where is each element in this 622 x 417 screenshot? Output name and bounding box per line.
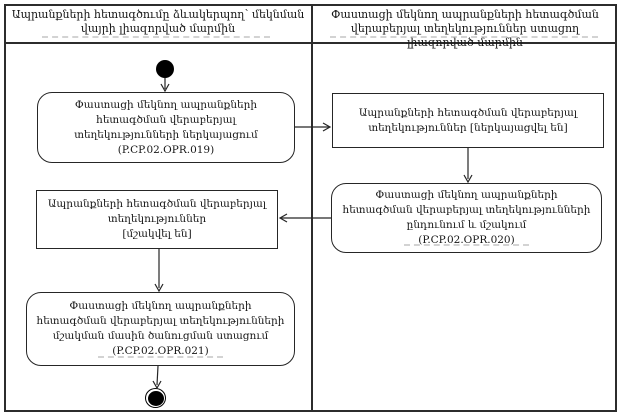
activity-code: (P.CP.02.OPR.019): [117, 143, 215, 156]
scan-artifact-line: [42, 36, 270, 38]
activity-box-submission: Փաստացի մեկնող ապրանքների հետագծման վերա…: [37, 92, 295, 163]
scan-artifact-line: [98, 356, 223, 358]
activity-label: Փաստացի մեկնող ապրանքների հետագծման վերա…: [36, 300, 285, 342]
scan-artifact-line: [330, 36, 598, 38]
lane-header-left: Ապրանքների հետագծումը ձևակերպող՝ մեկնման…: [11, 8, 305, 35]
object-state-box-submitted: Ապրանքների հետագծման վերաբերյալ տեղեկութ…: [332, 93, 604, 148]
activity-code: (P.CP.02.OPR.021): [112, 345, 209, 357]
object-state: [մշակվել են]: [122, 228, 192, 240]
object-label: Ապրանքների հետագծման վերաբերյալ տեղեկութ…: [47, 198, 267, 225]
lane-header-separator: [4, 42, 617, 44]
object-state-box-processed: Ապրանքների հետագծման վերաբերյալ տեղեկութ…: [36, 190, 278, 249]
activity-label: Փաստացի մեկնող ապրանքների հետագծման վերա…: [342, 189, 591, 231]
activity-box-notification-receipt: Փաստացի մեկնող ապրանքների հետագծման վերա…: [26, 292, 295, 366]
final-node: [145, 388, 166, 408]
scan-artifact-line: [404, 244, 529, 246]
object-state: [ներկայացվել են]: [469, 121, 568, 134]
start-node: [156, 60, 174, 78]
object-label: Ապրանքների հետագծման վերաբերյալ տեղեկութ…: [358, 106, 578, 134]
lane-header-right: Փաստացի մեկնող ապրանքների հետագծման վերա…: [331, 8, 599, 49]
activity-label: Փաստացի մեկնող ապրանքների հետագծման վերա…: [74, 98, 258, 141]
activity-box-receive-process: Փաստացի մեկնող ապրանքների հետագծման վերա…: [331, 183, 602, 253]
swimlane-divider: [311, 4, 313, 412]
final-node-core: [147, 390, 164, 406]
activity-code: (P.CP.02.OPR.020): [418, 234, 515, 246]
